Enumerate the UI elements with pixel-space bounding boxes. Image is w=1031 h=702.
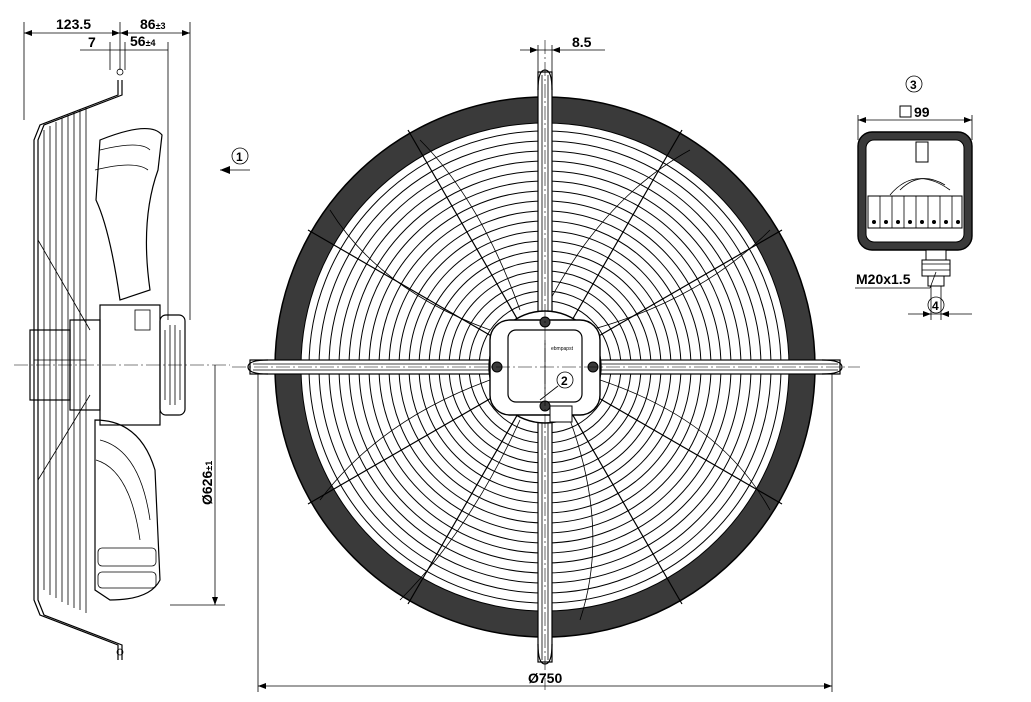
- dim-mount-depth-tol: ±4: [146, 38, 156, 48]
- dim-offset: 7: [88, 34, 96, 50]
- front-view: ebmpapst 2 8.5 Ø750: [232, 34, 860, 692]
- callout-1-label: 1: [236, 150, 243, 164]
- square-symbol-icon: [899, 105, 912, 118]
- callout-4-label: 4: [932, 299, 939, 313]
- callout-3-label: 3: [910, 78, 917, 92]
- rotation-callout: [556, 371, 574, 389]
- airflow-callout: 1: [220, 147, 250, 174]
- dim-blade-diameter: Ø626±1: [199, 461, 215, 505]
- callout-2-label: 2: [561, 374, 568, 388]
- dim-mount-depth-value: 56: [130, 33, 146, 49]
- terminal-box-view: 3 99: [855, 75, 973, 320]
- dim-box-size: 99: [914, 104, 930, 120]
- dim-blade-diameter-value: Ø626: [199, 471, 215, 505]
- motor-brand-label: ebmpapst: [551, 346, 574, 352]
- terminal-box-callout: [905, 75, 923, 93]
- dim-blade-diameter-tol: ±1: [204, 461, 214, 471]
- side-view: 123.5 86±3 7 56±4: [14, 16, 250, 660]
- dim-motor-depth: 86±3: [140, 16, 166, 32]
- dim-mount-depth: 56±4: [130, 33, 156, 49]
- dim-overall-diameter: Ø750: [528, 670, 562, 686]
- terminal-strip: [867, 195, 963, 229]
- dim-motor-depth-tol: ±3: [156, 21, 166, 31]
- dim-motor-depth-value: 86: [140, 16, 156, 32]
- dim-cable-gland: M20x1.5: [856, 271, 911, 287]
- dim-bolt-width: 8.5: [572, 34, 592, 50]
- gland-callout: [927, 296, 945, 314]
- dim-side-width: 123.5: [56, 16, 91, 32]
- airflow-arrow-icon: [220, 166, 230, 174]
